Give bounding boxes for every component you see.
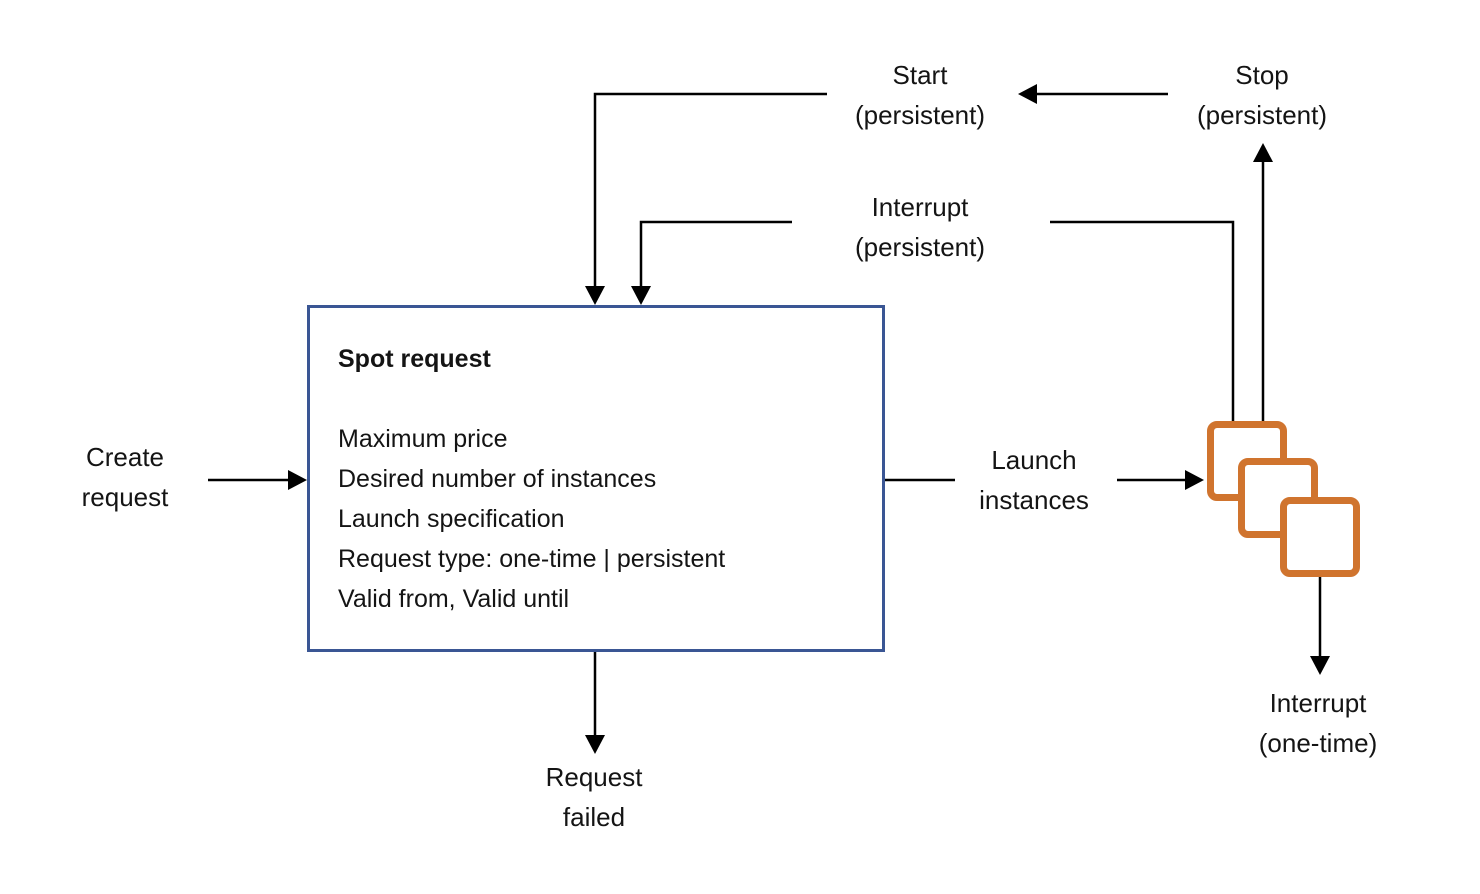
spot-request-box: Spot request Maximum price Desired numbe… — [307, 305, 885, 652]
create-request-line1: Create — [85, 442, 165, 472]
stop-persistent-line2: (persistent) — [1196, 100, 1328, 130]
spot-attribute-max-price: Maximum price — [338, 425, 508, 453]
stop-persistent-label: Stop (persistent) — [1177, 55, 1347, 135]
arrow-stop-to-start — [1018, 84, 1168, 104]
arrow-interrupt-persistent-to-spot-request — [631, 220, 792, 305]
line-interrupt-persistent-to-instances — [1050, 220, 1235, 424]
spacer — [338, 379, 864, 419]
launch-instances-line2: instances — [979, 485, 1089, 515]
arrow-instances-to-stop — [1253, 143, 1273, 424]
interrupt-one-time-line2: (one-time) — [1258, 728, 1378, 758]
request-failed-line1: Request — [545, 762, 643, 792]
arrow-start-to-spot-request — [585, 92, 827, 305]
start-persistent-line1: Start — [892, 60, 948, 90]
interrupt-persistent-line2: (persistent) — [854, 232, 986, 262]
create-request-line2: request — [81, 482, 169, 512]
spot-attribute-request-type: Request type: one-time | persistent — [338, 545, 726, 573]
interrupt-one-time-label: Interrupt (one-time) — [1233, 683, 1403, 763]
instance-square-front — [1280, 497, 1360, 577]
arrow-launch-to-instances — [1117, 470, 1204, 490]
interrupt-persistent-label: Interrupt (persistent) — [835, 187, 1005, 267]
request-failed-label: Request failed — [509, 757, 679, 837]
interrupt-one-time-line1: Interrupt — [1269, 688, 1367, 718]
arrow-create-to-spot-request — [208, 470, 307, 490]
start-persistent-line2: (persistent) — [854, 100, 986, 130]
create-request-label: Create request — [40, 437, 210, 517]
arrow-spot-request-to-request-failed — [585, 652, 605, 754]
spot-attribute-desired-instances: Desired number of instances — [338, 465, 657, 493]
interrupt-persistent-line1: Interrupt — [871, 192, 969, 222]
stop-persistent-line1: Stop — [1235, 60, 1289, 90]
arrow-instances-to-interrupt-one-time — [1310, 577, 1330, 675]
spot-attribute-validity: Valid from, Valid until — [338, 585, 570, 613]
start-persistent-label: Start (persistent) — [835, 55, 1005, 135]
launch-instances-line1: Launch — [991, 445, 1077, 475]
request-failed-line2: failed — [562, 802, 626, 832]
spot-attribute-launch-spec: Launch specification — [338, 505, 565, 533]
launch-instances-label: Launch instances — [949, 440, 1119, 520]
spot-request-title: Spot request — [338, 345, 491, 373]
